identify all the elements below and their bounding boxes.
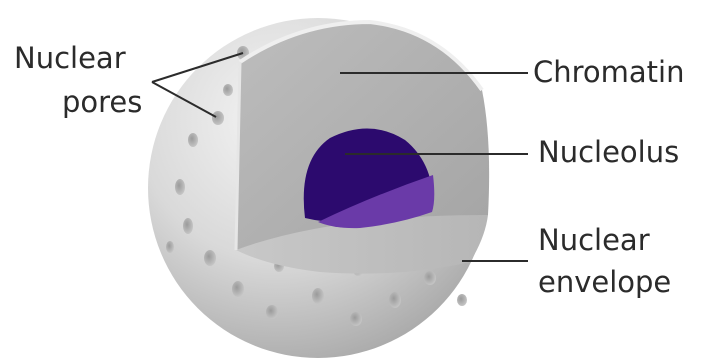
label-chromatin: Chromatin (533, 55, 685, 89)
label-nuclear-pores-line2: pores (62, 85, 142, 119)
label-nuclear-envelope-line1: Nuclear (538, 223, 650, 257)
label-nuclear-envelope-line2: envelope (538, 265, 671, 299)
label-nuclear-pores-line1: Nuclear (14, 41, 126, 75)
label-nucleolus: Nucleolus (538, 135, 679, 169)
